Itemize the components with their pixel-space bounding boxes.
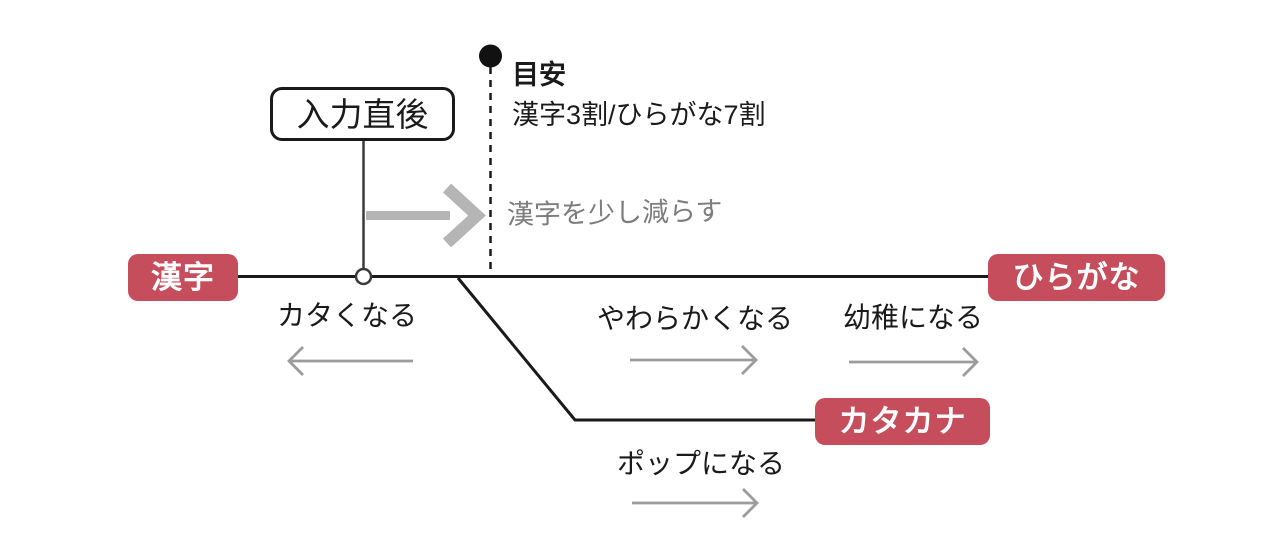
direction-label-softer: やわらかくなる [597, 303, 794, 334]
katakana-node-badge: カタカナ [815, 398, 990, 445]
direction-label-childish: 幼稚になる [843, 302, 984, 333]
guideline-dot-marker [479, 44, 502, 68]
hiragana-node-badge: ひらがな [988, 254, 1165, 301]
katakana-branch-line [456, 277, 817, 422]
harder-arrow-head-left [287, 346, 304, 376]
guideline-detail: 漢字3割/ひらがな7割 [512, 100, 766, 130]
kanji-node-badge: 漢字 [128, 254, 238, 301]
guideline-title: 目安 [512, 60, 566, 90]
handwritten-note: 漢字を少し減らす [506, 196, 723, 230]
shift-right-arrow-head [442, 183, 486, 248]
pop-arrow-head-right [742, 488, 759, 518]
current-position-marker [354, 267, 373, 286]
right-after-input-callout: 入力直後 [270, 87, 455, 141]
softer-arrow-head-right [741, 345, 758, 375]
direction-label-pop: ポップになる [617, 448, 786, 479]
childish-arrow-head-right [962, 347, 979, 377]
direction-label-harder: カタくなる [277, 300, 418, 331]
